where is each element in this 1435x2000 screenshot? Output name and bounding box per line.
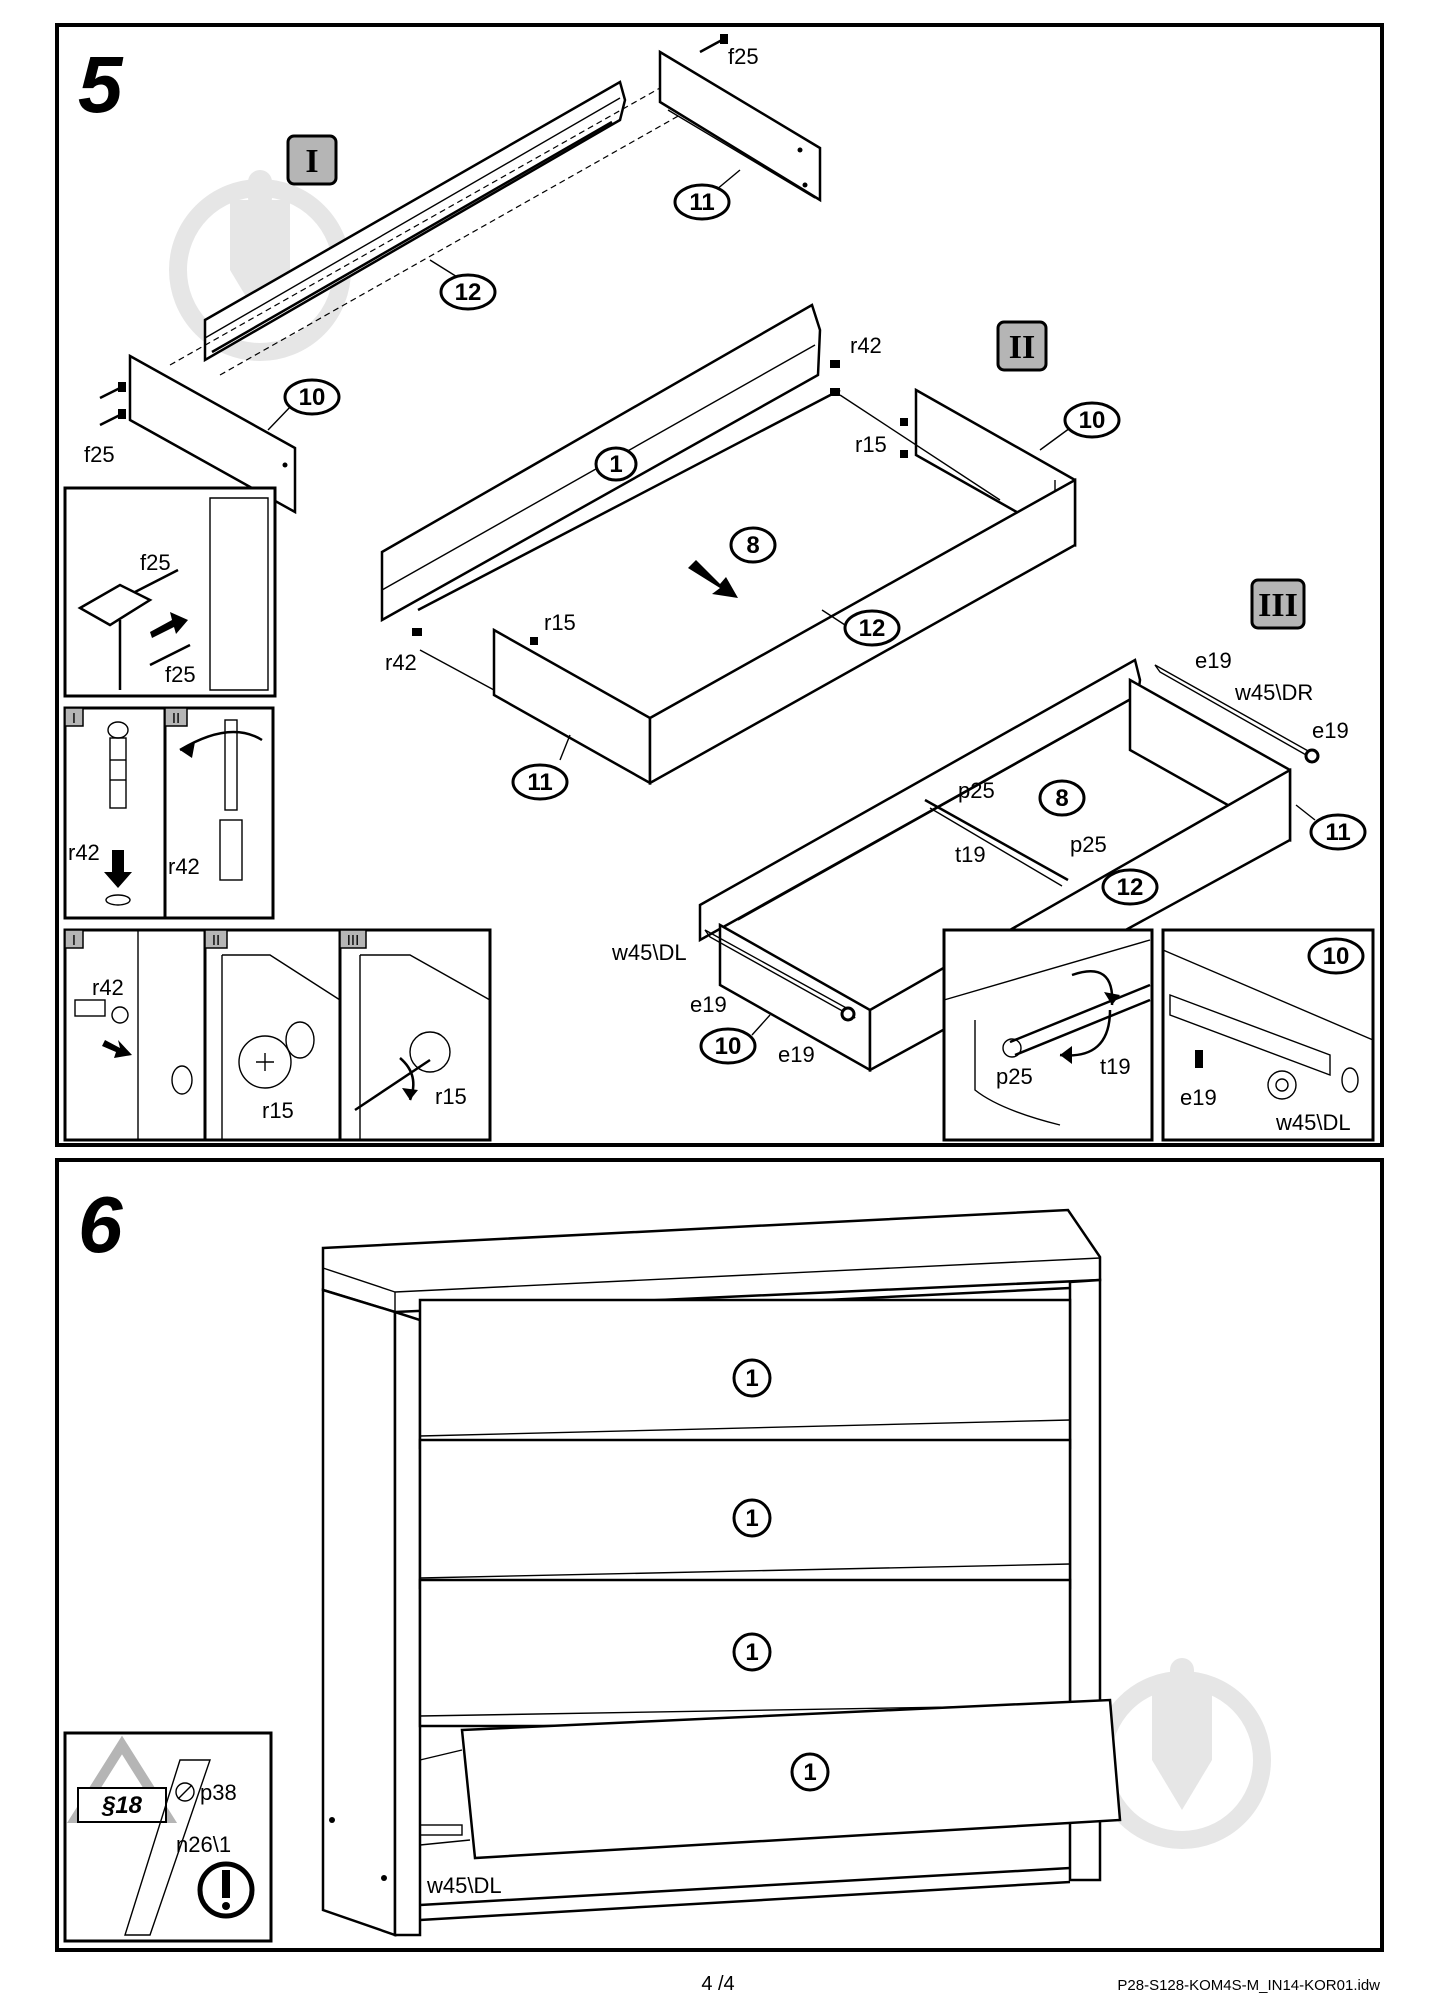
label-e19-bottom: e19: [778, 1042, 815, 1067]
inset-cam-II: II: [203, 928, 342, 1142]
inset-f25-screws: [63, 486, 277, 698]
label-w45dl: w45\DL: [611, 940, 687, 965]
label-w45dl-step6: w45\DL: [426, 1873, 502, 1898]
svg-text:10: 10: [299, 384, 326, 411]
inset-cam-I: I: [63, 928, 207, 1142]
callout-10-stage-III: 10: [699, 1014, 771, 1065]
drawer-label-3: 1: [732, 1632, 772, 1672]
screw-f25-icons: [99, 34, 728, 427]
file-name: P28-S128-KOM4S-M_IN14-KOR01.idw: [1117, 1977, 1380, 1994]
watermark-logo-2: [1093, 1658, 1271, 1849]
svg-text:1: 1: [609, 451, 622, 478]
callout-1-stage-II: 1: [594, 446, 638, 482]
label-r42-bottom: r42: [385, 650, 417, 675]
inset-callout-10: 10: [1307, 937, 1365, 975]
svg-text:10: 10: [1079, 407, 1106, 434]
step6-number: 6: [78, 1180, 123, 1269]
warning-label-n26: n26\1: [176, 1832, 231, 1857]
svg-text:12: 12: [455, 279, 482, 306]
svg-text:12: 12: [859, 615, 886, 642]
svg-text:11: 11: [689, 189, 714, 216]
label-r15-top: r15: [855, 432, 887, 457]
callout-11-stage-III: 11: [1295, 804, 1367, 851]
svg-text:8: 8: [1055, 785, 1068, 812]
step5-number: 5: [78, 40, 124, 129]
drawer-label-2: 1: [732, 1498, 772, 1538]
callout-11-stage-II: 11: [511, 734, 571, 801]
label-e19-top: e19: [1195, 648, 1232, 673]
stage-I-badge: I: [286, 134, 338, 186]
inset-label-f25-a: f25: [140, 550, 171, 575]
svg-text:10: 10: [715, 1033, 742, 1060]
inset-label-runner-t19: t19: [1100, 1054, 1131, 1079]
callout-10-stage-II: 10: [1039, 401, 1121, 451]
inset-label-cam-r15-II: r15: [262, 1098, 294, 1123]
label-p25-b: p25: [1070, 832, 1107, 857]
label-r15-mid: r15: [544, 610, 576, 635]
inset-label-f25-b: f25: [165, 662, 196, 687]
callout-12-stage-III: 12: [1101, 868, 1159, 906]
fitting-markers-stage-II: [412, 360, 908, 645]
drawer-label-1: 1: [732, 1358, 772, 1398]
svg-text:III: III: [347, 932, 360, 949]
label-e19-left: e19: [690, 992, 727, 1017]
svg-text:1: 1: [803, 1759, 816, 1786]
inset-r42-panel-I: I: [63, 706, 167, 920]
panel-12-stage-I: [169, 80, 681, 376]
inset-label-runner-p25: p25: [996, 1064, 1033, 1089]
svg-text:12: 12: [1117, 874, 1144, 901]
svg-text:II: II: [212, 932, 220, 949]
callout-12-stage-II: 12: [821, 609, 901, 647]
warning-label-p38: p38: [200, 1780, 237, 1805]
warning-code: §18: [101, 1792, 143, 1819]
callout-12-stage-I: 12: [429, 259, 497, 311]
callout-8-stage-II: 8: [688, 526, 777, 598]
label-t19: t19: [955, 842, 986, 867]
svg-text:11: 11: [1325, 819, 1350, 846]
stage-II-badge: II: [996, 320, 1048, 372]
stage-III-badge: III: [1250, 578, 1306, 630]
label-f25-left: f25: [84, 442, 115, 467]
svg-text:I: I: [72, 710, 76, 727]
svg-text:II: II: [1009, 329, 1035, 366]
callout-8-stage-III: 8: [1038, 779, 1086, 817]
label-p25-a: p25: [958, 778, 995, 803]
label-f25-top: f25: [728, 44, 759, 69]
inset-runner-fix: [1161, 928, 1375, 1142]
svg-text:1: 1: [745, 1365, 758, 1392]
step6-frame: [55, 1158, 1384, 1952]
drawer-front-4-tilted: [419, 1698, 1122, 1860]
label-e19-right: e19: [1312, 718, 1349, 743]
callout-10-stage-I: 10: [267, 378, 341, 431]
inset-label-cam-r42: r42: [92, 975, 124, 1000]
svg-text:I: I: [305, 143, 318, 180]
svg-text:1: 1: [745, 1639, 758, 1666]
label-w45dr: w45\DR: [1234, 680, 1313, 705]
callout-11-stage-I: 11: [673, 169, 741, 221]
panel-11-stage-I: [658, 49, 822, 203]
inset-label-runner-e19: e19: [1180, 1085, 1217, 1110]
drawer-box-stage-II: [380, 303, 1077, 786]
drawer-label-4: 1: [790, 1752, 830, 1792]
inset-r42-panel-II: II: [163, 706, 275, 920]
svg-text:10: 10: [1323, 943, 1350, 970]
svg-text:8: 8: [746, 532, 759, 559]
warning-inset: §18: [63, 1731, 273, 1943]
inset-label-runner-w45dl: w45\DL: [1275, 1110, 1351, 1135]
inset-label-r42-I: r42: [68, 840, 100, 865]
label-r42-top: r42: [850, 333, 882, 358]
step5-frame: [55, 23, 1384, 1147]
svg-text:II: II: [172, 710, 180, 727]
inset-label-cam-r15-III: r15: [435, 1084, 467, 1109]
inset-cam-III: III: [338, 928, 492, 1142]
svg-text:11: 11: [527, 769, 552, 796]
inset-label-r42-II: r42: [168, 854, 200, 879]
svg-text:1: 1: [745, 1505, 758, 1532]
page-number: 4 /4: [701, 1973, 734, 1995]
svg-text:I: I: [72, 932, 76, 949]
svg-text:III: III: [1258, 587, 1298, 624]
panel-10-stage-I: [128, 353, 297, 515]
inset-runner-rotation: [942, 928, 1154, 1142]
